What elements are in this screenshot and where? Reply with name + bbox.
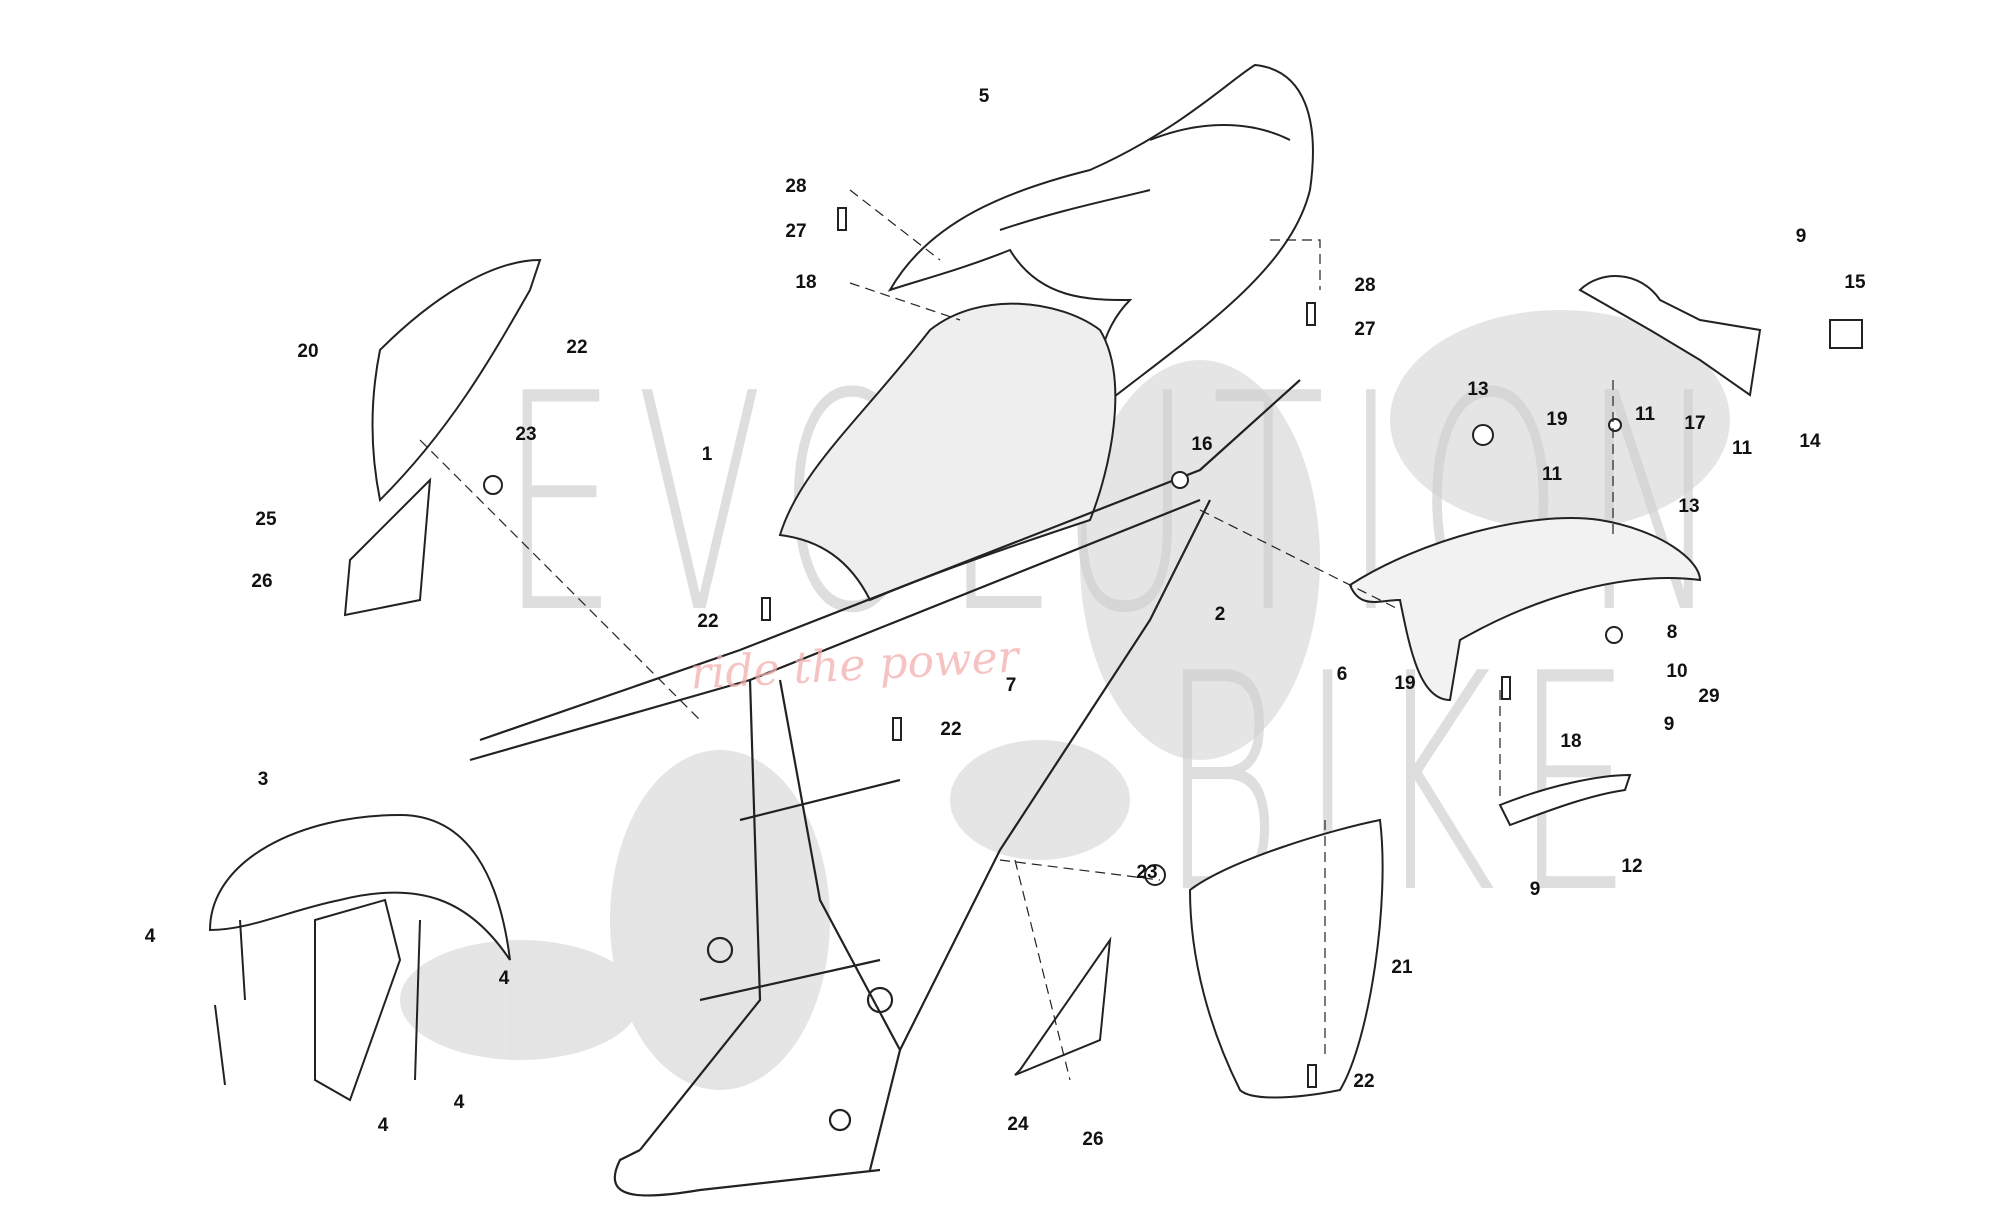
callout-part-17: 17 [1684,413,1706,434]
callout-part-9: 9 [1795,226,1807,247]
callout-part-18: 18 [1560,731,1582,752]
callout-part-27: 27 [1354,319,1376,340]
callout-part-16: 16 [1191,434,1213,455]
callout-part-8: 8 [1666,622,1678,643]
callout-part-6: 6 [1336,664,1348,685]
callout-part-7: 7 [1005,675,1017,696]
callout-part-14: 14 [1799,431,1821,452]
callout-part-29: 29 [1698,686,1720,707]
assembly-lines [419,189,1614,1081]
callout-part-19: 19 [1394,673,1416,694]
callout-part-22: 22 [940,719,962,740]
small-cover-right [1014,936,1112,1076]
rear-fender [1348,517,1702,702]
seat-cowl [887,63,1314,402]
fork-guard [314,898,402,1102]
front-fender [208,813,511,961]
callout-part-3: 3 [257,769,269,790]
callout-part-11: 11 [1634,404,1656,425]
reflector-bracket [1498,773,1632,827]
callout-part-22: 22 [697,611,719,632]
small-cover-left [343,477,432,617]
callout-part-22: 22 [1353,1071,1375,1092]
callout-part-20: 20 [297,341,319,362]
callout-part-11: 11 [1541,464,1563,485]
callout-part-1: 1 [701,444,713,465]
callout-part-23: 23 [1136,862,1158,883]
callout-part-10: 10 [1666,661,1688,682]
seat-cowl-detail [999,124,1291,231]
callout-part-13: 13 [1467,379,1489,400]
callout-part-27: 27 [785,221,807,242]
callout-part-5: 5 [978,86,990,107]
callout-part-28: 28 [785,176,807,197]
callout-part-11: 11 [1731,438,1753,459]
fender-stay [214,919,421,1086]
callout-part-15: 15 [1844,272,1866,293]
callout-part-26: 26 [1082,1129,1104,1150]
license-bracket [1578,275,1762,397]
rider-seat [778,302,1117,602]
callout-part-13: 13 [1678,496,1700,517]
side-panel-right [1188,818,1384,1099]
callout-part-4: 4 [453,1092,465,1113]
callout-part-22: 22 [566,337,588,358]
callout-part-2: 2 [1214,604,1226,625]
callout-part-9: 9 [1529,879,1541,900]
callout-part-9: 9 [1663,714,1675,735]
license-plate-reflector [1829,319,1863,349]
callout-part-4: 4 [377,1115,389,1136]
frame [469,379,1301,1197]
callout-part-24: 24 [1007,1114,1029,1135]
speckle-shadows [400,310,1730,1090]
callout-part-12: 12 [1621,856,1643,877]
callout-part-23: 23 [515,424,537,445]
side-panel-left [371,258,542,503]
callout-part-19: 19 [1546,409,1568,430]
callout-part-25: 25 [255,509,277,530]
callout-part-18: 18 [795,272,817,293]
callout-part-4: 4 [498,968,510,989]
callout-part-4: 4 [144,926,156,947]
callout-part-26: 26 [251,571,273,592]
callout-part-28: 28 [1354,275,1376,296]
callout-part-21: 21 [1391,957,1413,978]
